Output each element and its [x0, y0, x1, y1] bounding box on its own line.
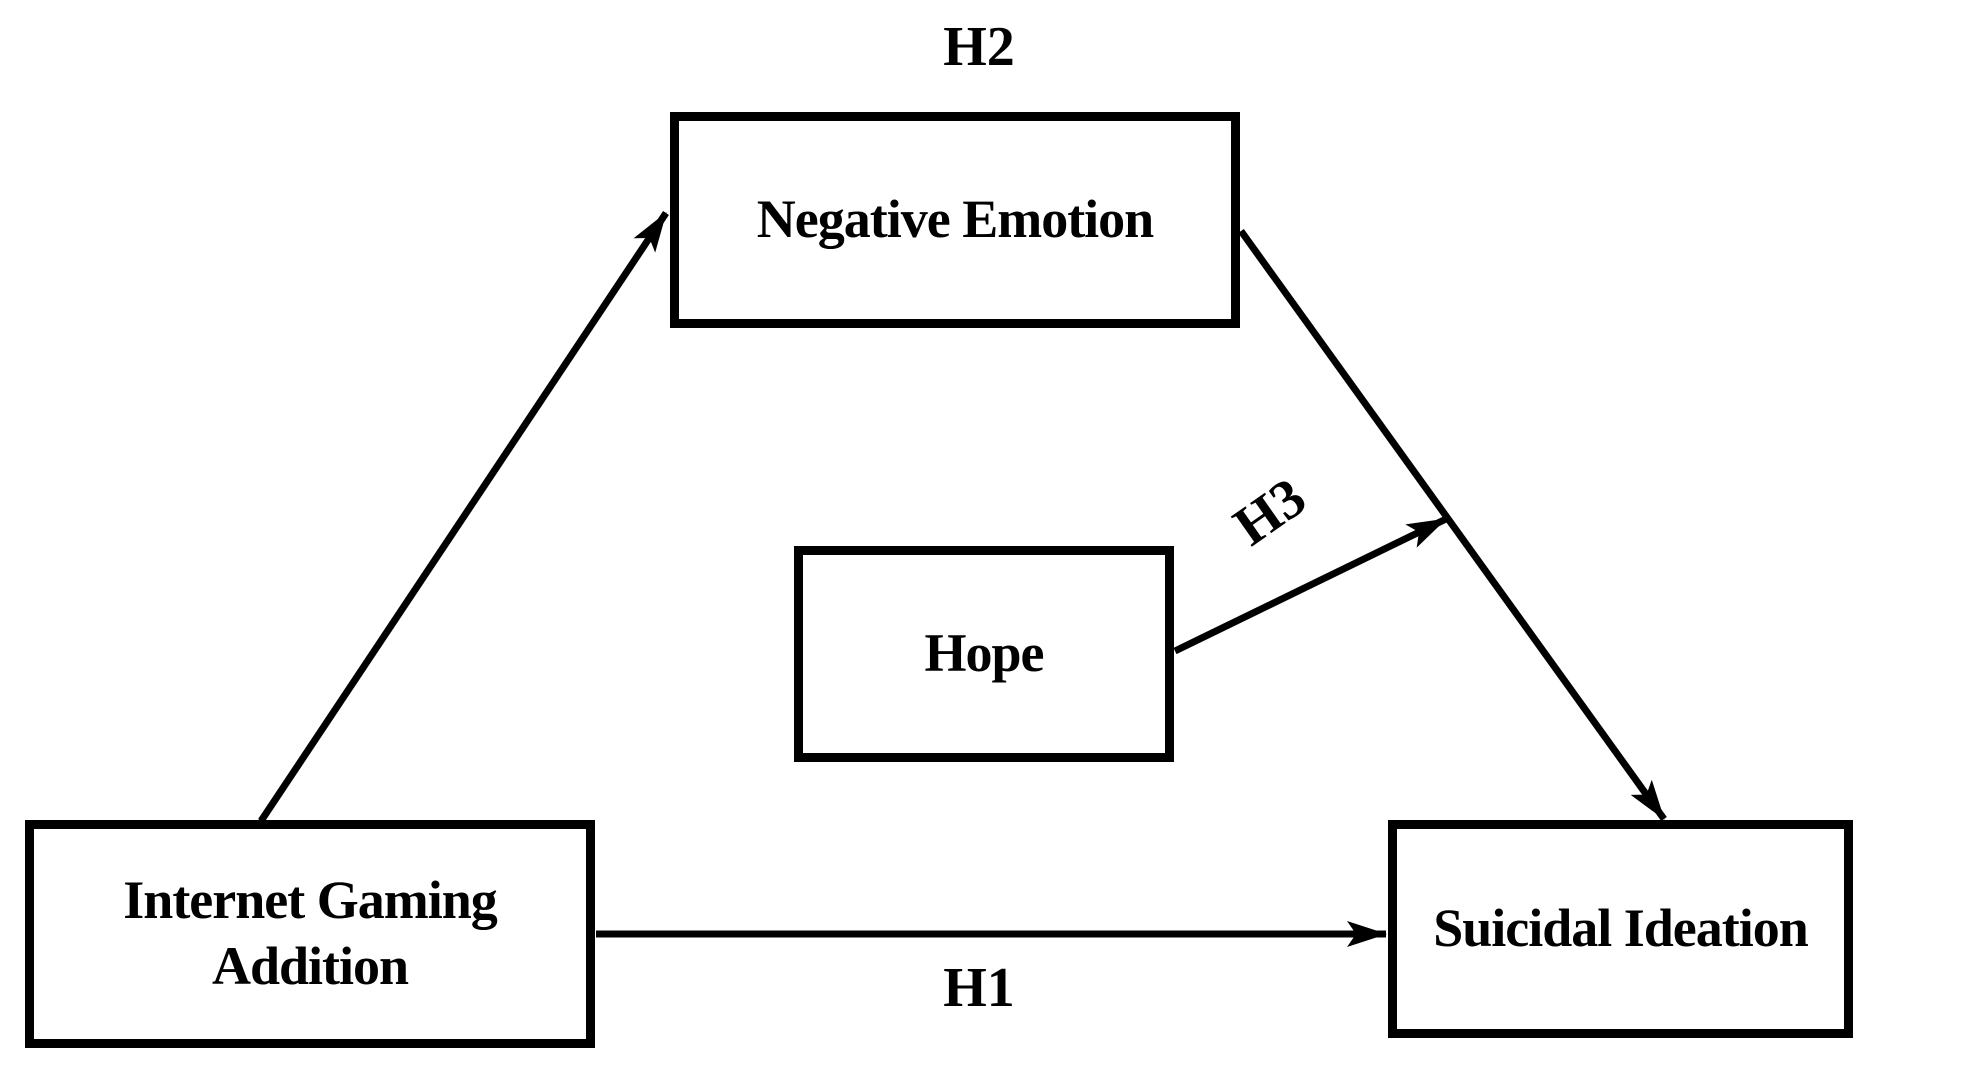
hypothesis-label-h2: H2: [943, 16, 1015, 78]
box-internet-gaming-addition-label-line2: Addition: [211, 936, 409, 996]
box-negative-emotion: Negative Emotion: [670, 112, 1240, 328]
box-negative-emotion-label: Negative Emotion: [756, 189, 1154, 250]
arrow-negative-emotion-to-suicidal-ideation: [1238, 228, 1667, 822]
box-hope-label: Hope: [924, 623, 1044, 684]
box-suicidal-ideation: Suicidal Ideation: [1388, 820, 1853, 1038]
hypothesis-label-h1: H1: [943, 957, 1015, 1019]
box-internet-gaming-addition-label-line1: Internet Gaming: [123, 870, 497, 931]
box-hope: Hope: [794, 546, 1174, 762]
box-internet-gaming-addition: Internet Gaming Addition: [25, 820, 595, 1048]
arrow-h2-iga-to-negative-emotion: [258, 211, 669, 823]
arrow-h3-hope-to-mediation-path: [1173, 515, 1448, 655]
box-suicidal-ideation-label: Suicidal Ideation: [1433, 898, 1809, 959]
